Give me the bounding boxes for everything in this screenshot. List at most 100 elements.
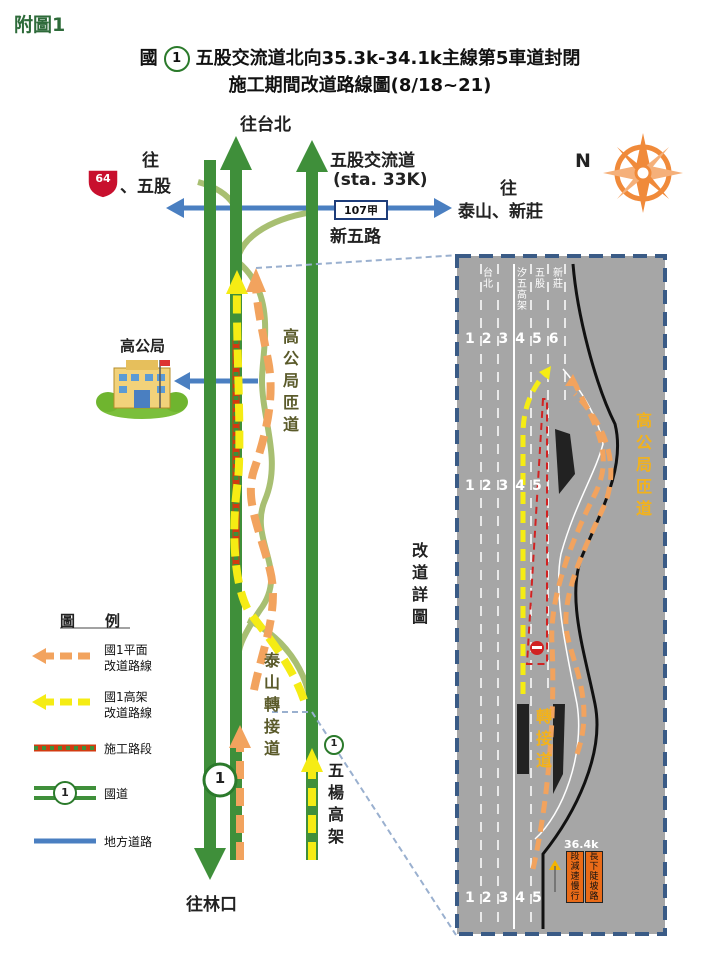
arrow-viaduct-north (296, 140, 328, 172)
road-arrow-west (166, 198, 184, 218)
yellow-route-main (230, 289, 308, 702)
warning-sign: 段 減 速 慢 行 長 下 陡 坡 路 (566, 851, 603, 903)
road-arrow-east (434, 198, 452, 218)
char: 架 (517, 301, 527, 312)
char: 段 (570, 852, 580, 862)
detail-title: 改 道 詳 圖 (410, 540, 430, 628)
char: 道 (282, 415, 299, 434)
lane-number: 4 (515, 331, 532, 347)
char: 速 (570, 872, 580, 882)
char: 公 (635, 433, 652, 452)
char: 匝 (635, 477, 652, 496)
lane-number: 1 (465, 331, 482, 347)
char: 匝 (282, 393, 299, 412)
char: 架 (327, 827, 344, 846)
label-to-wugu-prefix: 往 (142, 151, 159, 171)
lane-number: 5 (532, 478, 549, 494)
label-interchange-name: 五股交流道 (330, 151, 415, 171)
char: 接 (263, 717, 280, 736)
shield-big-number: 1 (214, 769, 226, 787)
char: 下 (589, 862, 599, 872)
legend-construction: 施工路段 (104, 742, 153, 756)
char: 道 (411, 563, 428, 582)
label-hwy-bureau: 高公局 (120, 337, 166, 355)
detail-panel (455, 254, 667, 936)
legend-shield-number: 1 (61, 786, 69, 799)
char: 路 (589, 892, 599, 902)
yellow-arrow-viaduct (301, 748, 323, 772)
detail-connector-top (255, 254, 461, 269)
label-to-taishan-prefix: 往 (500, 179, 517, 199)
title-prefix: 國 (139, 48, 158, 69)
char: 陡 (589, 872, 599, 882)
char: 道 (635, 499, 652, 518)
freeway-shield-icon: 1 (163, 46, 190, 72)
route64-number: 64 (95, 172, 111, 185)
char: 五 (327, 761, 344, 780)
lane-number: 3 (498, 890, 516, 906)
lane-number: 2 (481, 331, 499, 347)
route-sign-107a: 107甲 (334, 200, 388, 220)
lane-number: 2 (481, 478, 499, 494)
label-wuyang-viaduct: 五 楊 高 架 (326, 760, 346, 848)
lane-numbers-row2: 12345 (465, 478, 549, 494)
warning-col: 長 下 陡 坡 路 (585, 851, 603, 903)
legend-yellow: 國1高架 改道路線 (104, 690, 153, 720)
lane-label-xinzhuang: 新 莊 (552, 268, 564, 290)
lane-label-wugu: 五 股 (534, 268, 546, 290)
lane-label-xiwu: 汐 五 高 架 (516, 268, 528, 312)
char: 新 (553, 268, 563, 279)
char: 行 (570, 892, 580, 902)
shield-small-number: 1 (330, 738, 338, 749)
lane-number: 5 (532, 331, 549, 347)
char: 五 (535, 268, 545, 279)
lane-label-taipei: 台 北 (482, 268, 494, 290)
char: 轉 (535, 707, 552, 726)
char: 高 (635, 411, 652, 430)
char: 高 (282, 327, 299, 346)
char: 公 (282, 349, 299, 368)
char: 高 (517, 290, 527, 301)
char: 減 (570, 862, 580, 872)
char: 詳 (411, 585, 428, 604)
char: 接 (535, 729, 552, 748)
char: 楊 (327, 783, 344, 802)
char: 轉 (263, 695, 280, 714)
page-subtitle: 施工期間改道路線圖(8/18~21) (228, 75, 492, 96)
label-to-taipei: 往台北 (240, 115, 291, 135)
label-to-wugu: 、五股 (120, 177, 171, 197)
arrow-to-linkou (194, 848, 226, 880)
char: 股 (535, 279, 545, 290)
char: 坡 (589, 882, 599, 892)
orange-route-main (246, 284, 277, 691)
orange-arrow-lower (229, 725, 251, 748)
char: 局 (635, 455, 652, 474)
char: 道 (535, 751, 552, 770)
arrow-to-taipei (220, 136, 252, 170)
char: 改 (411, 541, 428, 560)
km-marker: 36.4k (564, 838, 599, 851)
char: 長 (589, 852, 599, 862)
lane-number: 3 (498, 331, 516, 347)
lane-number: 4 (515, 890, 532, 906)
hwy-bureau-road-arrow (174, 372, 190, 390)
freeway-shield-small-icon (324, 735, 344, 755)
lane-numbers-row3: 12345 (465, 890, 549, 906)
char: 慢 (570, 882, 580, 892)
legend-orange: 國1平面 改道路線 (104, 643, 153, 673)
yellow-arrow-main (226, 270, 248, 294)
label-to-taishan: 泰山、新莊 (458, 202, 543, 222)
label-road-name: 新五路 (330, 227, 381, 247)
lane-number: 3 (498, 478, 516, 494)
building-icon (96, 360, 188, 419)
detail-transfer-ramp: 轉 接 道 (534, 706, 554, 772)
char: 五 (517, 279, 527, 290)
legend-graphics (32, 627, 130, 844)
lane-number: 6 (548, 331, 566, 347)
label-to-linkou: 往林口 (186, 895, 237, 915)
label-taishan-ramp: 泰 山 轉 接 道 (262, 650, 282, 760)
orange-arrow-main (246, 268, 266, 292)
char: 圖 (411, 607, 428, 626)
warning-col: 段 減 速 慢 行 (566, 851, 584, 903)
